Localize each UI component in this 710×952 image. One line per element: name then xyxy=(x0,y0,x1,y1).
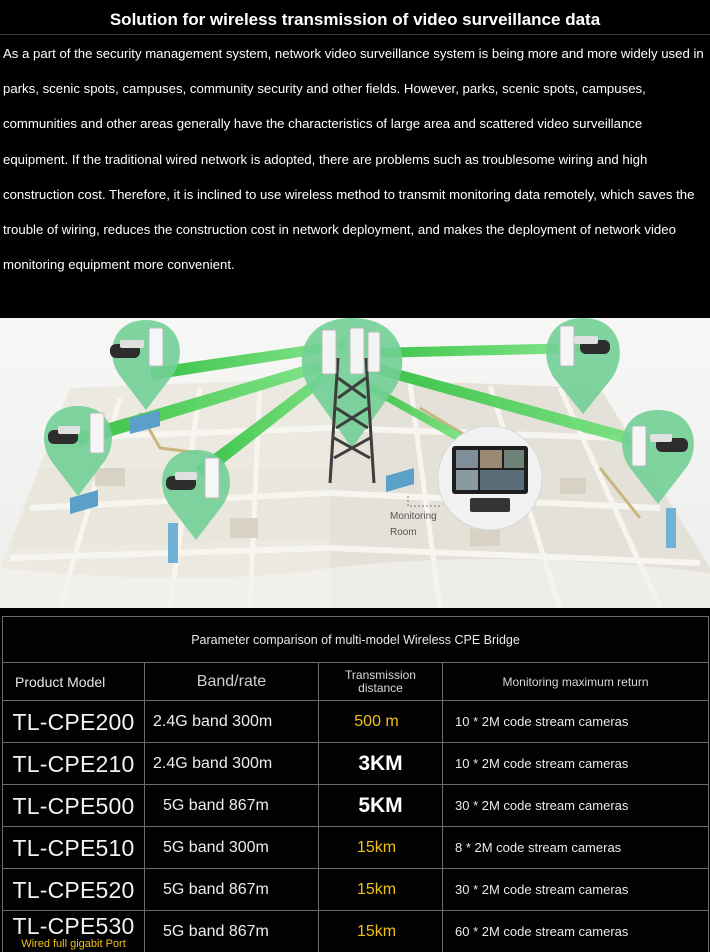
transmission-distance: 3KM xyxy=(318,742,443,785)
band-rate: 5G band 300m xyxy=(144,826,319,869)
transmission-distance: 5KM xyxy=(318,784,443,827)
band-rate: 5G band 867m xyxy=(144,868,319,911)
title-divider xyxy=(0,34,710,35)
monitoring-return: 10 * 2M code stream cameras xyxy=(441,700,710,743)
band-rate: 2.4G band 300m xyxy=(144,742,319,785)
product-model: TL-CPE530 xyxy=(12,913,135,939)
header-product-model: Product Model xyxy=(2,662,145,701)
header-distance-line1: Transmission xyxy=(345,667,416,682)
transmission-distance: 15km xyxy=(318,868,443,911)
table-row: TL-CPE530 Wired full gigabit Port 5G ban… xyxy=(2,910,710,952)
product-model-note: Wired full gigabit Port xyxy=(21,938,126,950)
band-rate: 2.4G band 300m xyxy=(144,700,319,743)
camera-icon xyxy=(546,318,620,414)
monitor-icon xyxy=(437,425,543,531)
monitoring-return: 8 * 2M code stream cameras xyxy=(441,826,710,869)
table-row: TL-CPE520 5G band 867m 15km 30 * 2M code… xyxy=(2,868,710,911)
monitoring-return: 60 * 2M code stream cameras xyxy=(441,910,710,952)
header-distance-line2: distance xyxy=(358,680,403,695)
band-rate: 5G band 867m xyxy=(144,910,319,952)
camera-icon xyxy=(162,450,230,540)
comparison-table: Parameter comparison of multi-model Wire… xyxy=(1,616,710,952)
header-monitoring-return: Monitoring maximum return xyxy=(441,662,710,701)
intro-section: Solution for wireless transmission of vi… xyxy=(0,0,710,318)
camera-icon xyxy=(622,410,694,504)
product-model: TL-CPE510 xyxy=(2,826,145,869)
product-model: TL-CPE500 xyxy=(2,784,145,827)
intro-paragraph: As a part of the security management sys… xyxy=(3,46,704,273)
monitoring-return: 30 * 2M code stream cameras xyxy=(441,868,710,911)
table-row: TL-CPE500 5G band 867m 5KM 30 * 2M code … xyxy=(2,784,710,827)
transmission-tower-icon xyxy=(301,318,403,484)
product-model: TL-CPE520 xyxy=(2,868,145,911)
band-rate: 5G band 867m xyxy=(144,784,319,827)
transmission-distance: 15km xyxy=(318,910,443,952)
transmission-distance: 15km xyxy=(318,826,443,869)
monitoring-return: 10 * 2M code stream cameras xyxy=(441,742,710,785)
table-caption: Parameter comparison of multi-model Wire… xyxy=(1,616,710,663)
section-divider xyxy=(0,608,710,614)
product-model-cell: TL-CPE530 Wired full gigabit Port xyxy=(2,910,145,952)
table-row: TL-CPE200 2.4G band 300m 500 m 10 * 2M c… xyxy=(2,700,710,743)
network-illustration: Monitoring Room xyxy=(0,318,710,608)
building-icon xyxy=(70,410,676,563)
monitoring-room-label-2: Room xyxy=(390,527,417,538)
cpe-bridge-icon xyxy=(44,406,112,496)
camera-icon xyxy=(110,320,180,410)
product-model: TL-CPE210 xyxy=(2,742,145,785)
comparison-table-section: Parameter comparison of multi-model Wire… xyxy=(0,608,710,952)
transmission-distance: 500 m xyxy=(318,700,443,743)
page-title: Solution for wireless transmission of vi… xyxy=(109,10,601,29)
header-band-rate: Band/rate xyxy=(144,662,319,701)
table-row: TL-CPE210 2.4G band 300m 3KM 10 * 2M cod… xyxy=(2,742,710,785)
table-caption-row: Parameter comparison of multi-model Wire… xyxy=(1,616,710,663)
table-row: TL-CPE510 5G band 300m 15km 8 * 2M code … xyxy=(2,826,710,869)
monitoring-return: 30 * 2M code stream cameras xyxy=(441,784,710,827)
product-model: TL-CPE200 xyxy=(2,700,145,743)
network-diagram: Monitoring Room xyxy=(0,318,710,608)
header-transmission-distance: Transmission distance xyxy=(318,662,443,701)
label-leader xyxy=(407,496,440,507)
monitoring-room-label: Monitoring xyxy=(390,511,437,522)
table-header-row: Product Model Band/rate Transmission dis… xyxy=(2,662,710,701)
